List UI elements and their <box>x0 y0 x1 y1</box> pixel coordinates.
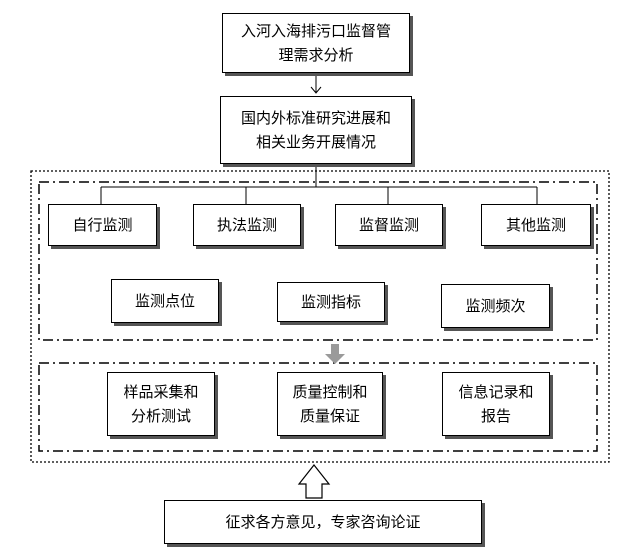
standards-review-box: 国内外标准研究进展和 相关业务开展情况 <box>220 96 412 164</box>
other-monitoring-label: 其他监测 <box>505 216 566 234</box>
grey-down-arrow <box>325 344 345 364</box>
enforcement-monitoring-label: 执法监测 <box>216 216 277 234</box>
consultation-label: 征求各方意见，专家咨询论证 <box>225 513 421 531</box>
consultation-box: 征求各方意见，专家咨询论证 <box>164 500 482 544</box>
supervisory-monitoring-box: 监督监测 <box>335 204 443 246</box>
sampling-analysis-box: 样品采集和 分析测试 <box>107 372 215 436</box>
monitoring-frequency-label: 监测频次 <box>465 297 526 315</box>
outer-dotted-frame <box>30 170 610 463</box>
monitoring-points-box: 监测点位 <box>111 279 219 323</box>
standards-review-line1: 国内外标准研究进展和 <box>240 109 391 127</box>
records-report-line1: 信息记录和 <box>458 383 534 401</box>
monitoring-dashdot-frame <box>38 181 598 341</box>
need-analysis-line1: 入河入海排污口监督管 <box>240 22 391 40</box>
standards-review-line2: 相关业务开展情况 <box>255 133 376 151</box>
sampling-analysis-line2: 分析测试 <box>130 407 191 425</box>
monitoring-indicators-label: 监测指标 <box>300 293 361 311</box>
need-analysis-box: 入河入海排污口监督管 理需求分析 <box>222 13 410 73</box>
records-report-box: 信息记录和 报告 <box>442 372 550 436</box>
monitoring-frequency-box: 监测频次 <box>441 284 550 328</box>
enforcement-monitoring-box: 执法监测 <box>193 204 301 246</box>
hollow-up-arrow <box>297 464 331 499</box>
arrowhead-top <box>310 86 322 94</box>
self-monitoring-label: 自行监测 <box>72 216 133 234</box>
quality-control-box: 质量控制和 质量保证 <box>277 372 383 436</box>
records-report-line2: 报告 <box>480 407 511 425</box>
supervisory-monitoring-label: 监督监测 <box>358 216 419 234</box>
self-monitoring-box: 自行监测 <box>48 204 157 246</box>
quality-control-line2: 质量保证 <box>299 407 360 425</box>
quality-control-line1: 质量控制和 <box>292 383 368 401</box>
monitoring-indicators-box: 监测指标 <box>277 282 385 322</box>
quality-dashdot-frame <box>38 362 598 452</box>
monitoring-points-label: 监测点位 <box>134 292 195 310</box>
sampling-analysis-line1: 样品采集和 <box>123 383 199 401</box>
other-monitoring-box: 其他监测 <box>481 204 591 246</box>
need-analysis-line2: 理需求分析 <box>278 46 354 64</box>
